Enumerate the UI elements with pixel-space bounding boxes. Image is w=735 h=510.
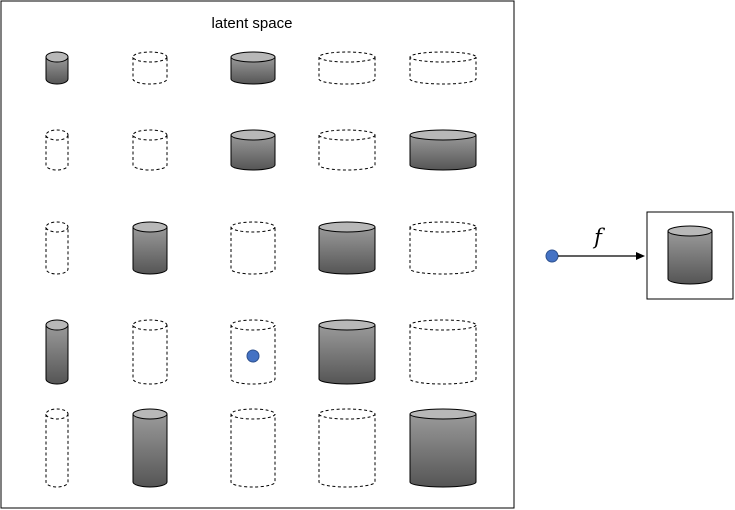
mapping-label: f xyxy=(592,225,605,249)
latent-space-title: latent space xyxy=(212,15,293,32)
cylinder-r3-c5 xyxy=(409,221,477,275)
cylinder-r4-c5 xyxy=(409,319,477,385)
cylinder-r4-c3 xyxy=(230,319,276,385)
latent-point xyxy=(246,349,260,363)
cylinder-r2-c1 xyxy=(45,129,69,171)
cylinder-r1-c1 xyxy=(45,51,69,85)
cylinder-r2-c2 xyxy=(132,129,168,171)
cylinder-r5-c5 xyxy=(409,408,477,488)
latent-space-frame xyxy=(0,0,515,509)
cylinder-r1-c5 xyxy=(409,51,477,85)
cylinder-r2-c4 xyxy=(318,129,376,171)
cylinder-r3-c1 xyxy=(45,221,69,275)
cylinder-r2-c3 xyxy=(230,129,276,171)
cylinder-r2-c5 xyxy=(409,129,477,171)
cylinder-grid xyxy=(45,51,477,488)
output-frame xyxy=(646,211,734,300)
cylinder-r3-c4 xyxy=(318,221,376,275)
cylinder-r5-c1 xyxy=(45,408,69,488)
cylinder-r1-c4 xyxy=(318,51,376,85)
cylinder-r3-c2 xyxy=(132,221,168,275)
cylinder-r1-c3 xyxy=(230,51,276,85)
output-cylinder xyxy=(667,225,713,285)
cylinder-r5-c3 xyxy=(230,408,276,488)
output-cylinder-shape xyxy=(667,225,713,285)
cylinder-r5-c2 xyxy=(132,408,168,488)
arrowhead xyxy=(636,252,645,260)
cylinder-r4-c2 xyxy=(132,319,168,385)
cylinder-r4-c1 xyxy=(45,319,69,385)
cylinder-r5-c4 xyxy=(318,408,376,488)
cylinder-r1-c2 xyxy=(132,51,168,85)
cylinder-r4-c4 xyxy=(318,319,376,385)
input-point xyxy=(545,249,559,263)
cylinder-r3-c3 xyxy=(230,221,276,275)
